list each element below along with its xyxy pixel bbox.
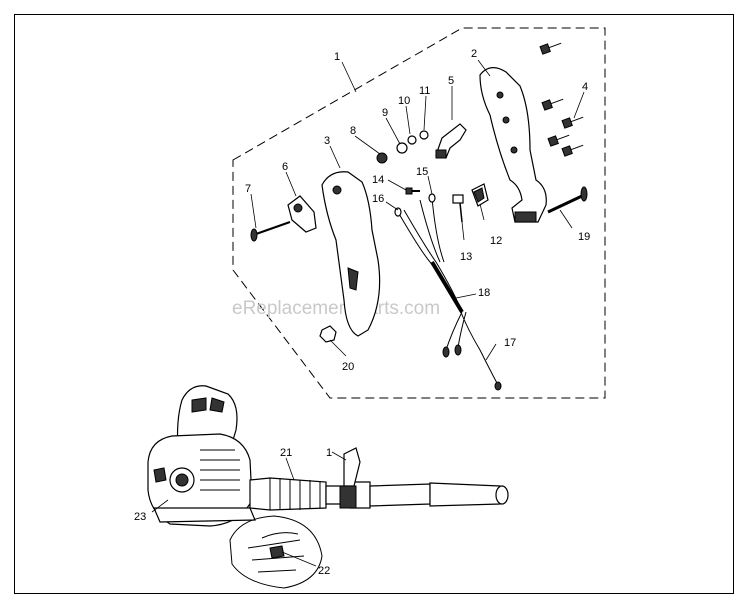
callout-17: 17 <box>504 337 516 349</box>
callout-14: 14 <box>372 174 384 186</box>
callout-2: 2 <box>471 48 477 60</box>
leader-lines <box>151 59 585 567</box>
callout-20: 20 <box>342 361 354 373</box>
callout-1-lower: 1 <box>326 447 332 459</box>
callout-15: 15 <box>416 166 428 178</box>
exploded-view-outline <box>232 27 606 399</box>
callout-22: 22 <box>318 565 330 577</box>
callout-23: 23 <box>134 511 146 523</box>
nut <box>319 325 337 343</box>
switch-terminal <box>452 194 464 223</box>
diagram-frame <box>14 14 734 594</box>
callout-13: 13 <box>460 251 472 263</box>
callout-10: 10 <box>398 95 410 107</box>
callout-6: 6 <box>282 161 288 173</box>
watermark-text: eReplacementParts.com <box>232 298 440 319</box>
pin <box>250 221 291 242</box>
stop-switch <box>471 183 489 207</box>
long-bolt <box>547 186 588 214</box>
callout-12: 12 <box>490 235 502 247</box>
callout-11: 11 <box>419 85 430 97</box>
small-screw <box>405 187 420 195</box>
callout-3: 3 <box>324 135 330 147</box>
callout-21: 21 <box>280 447 292 459</box>
callout-16: 16 <box>372 193 384 205</box>
handle-half-right <box>479 67 547 223</box>
callout-19: 19 <box>578 231 590 243</box>
screw-set <box>539 42 584 157</box>
washers <box>376 130 429 164</box>
callout-4: 4 <box>582 81 588 93</box>
wire-harness <box>394 193 502 391</box>
callout-labels: 1 2 3 4 5 6 7 8 9 10 11 12 13 14 15 16 1… <box>134 48 590 577</box>
handle-half-left <box>321 171 381 337</box>
cruise-lever <box>287 195 317 233</box>
callout-5: 5 <box>448 75 454 87</box>
callout-9: 9 <box>382 107 388 119</box>
callout-18: 18 <box>478 287 490 299</box>
blower-assembly <box>147 385 509 589</box>
callout-1: 1 <box>334 51 340 63</box>
callout-8: 8 <box>350 125 356 137</box>
throttle-trigger <box>435 123 467 159</box>
callout-7: 7 <box>245 183 251 195</box>
